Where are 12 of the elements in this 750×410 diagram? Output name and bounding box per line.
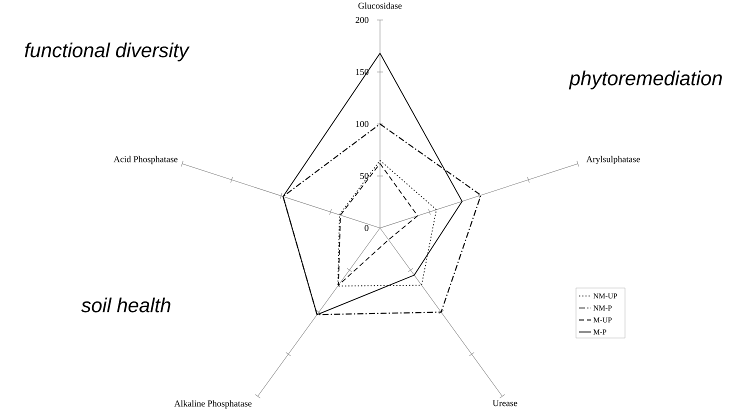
axis-label: Alkaline Phosphatase xyxy=(174,400,252,408)
tick-label: 0 xyxy=(364,224,368,232)
axis-label: Arylsulphatase xyxy=(586,156,640,164)
axis-label: Acid Phosphatase xyxy=(114,156,178,164)
area-label: phytoremediation xyxy=(568,70,722,90)
area-label: soil health xyxy=(81,298,170,312)
tick-label: 50 xyxy=(360,172,368,180)
area-label: functional diversity xyxy=(24,42,190,62)
axis-label: Urease xyxy=(492,400,518,406)
tick-label: 100 xyxy=(356,120,368,128)
tick-label: 200 xyxy=(356,16,368,24)
axis-label: Glucosidase xyxy=(358,2,402,9)
